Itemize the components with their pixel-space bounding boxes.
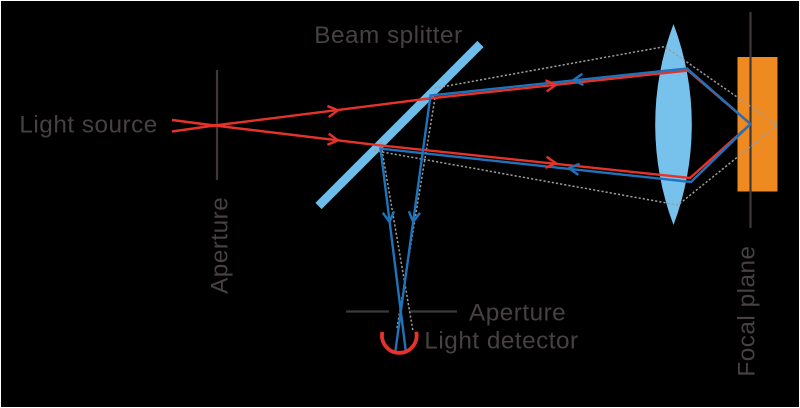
svg-text:Focal plane: Focal plane: [734, 245, 761, 376]
svg-text:Beam splitter: Beam splitter: [314, 22, 462, 49]
svg-text:Light detector: Light detector: [424, 327, 578, 354]
svg-text:Aperture: Aperture: [207, 197, 234, 294]
svg-text:Aperture: Aperture: [469, 299, 566, 326]
svg-text:Light source: Light source: [19, 112, 157, 139]
